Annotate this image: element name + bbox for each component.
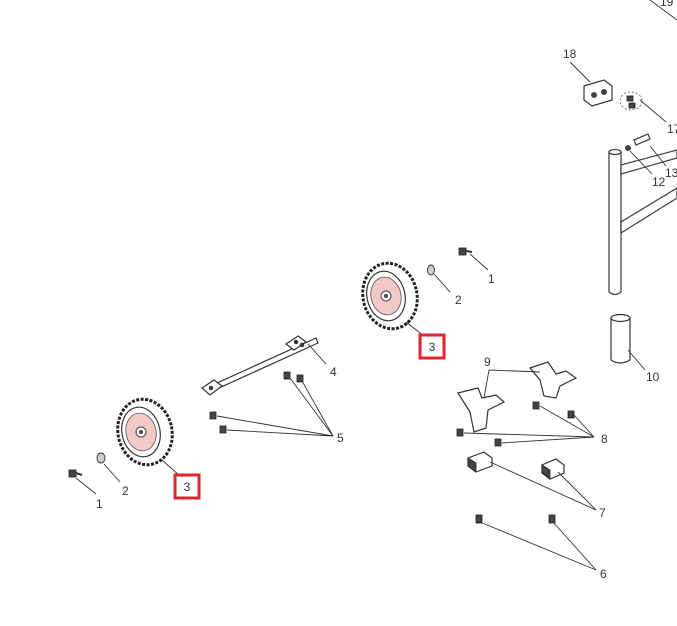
callout-19: 19	[660, 0, 674, 9]
callout-6: 6	[600, 567, 607, 581]
callout-2-left: 2	[122, 484, 129, 498]
callout-13: 13	[665, 166, 677, 180]
callout-1-left: 1	[96, 497, 103, 511]
sleeve-tube-icon	[610, 313, 631, 364]
leader-lines	[75, 61, 667, 571]
highlight-callout-3-left[interactable]: 3	[173, 473, 201, 500]
pin-icon	[625, 133, 651, 151]
bolt-icon	[458, 247, 473, 256]
wheel-icon	[361, 261, 419, 331]
callout-1-right: 1	[488, 272, 495, 286]
bolt-icon	[456, 401, 575, 447]
washer-icon	[96, 452, 106, 464]
bolt-icon	[619, 91, 643, 111]
highlight-callout-3-right[interactable]: 3	[418, 333, 446, 360]
callout-8: 8	[601, 432, 608, 446]
callout-3-right: 3	[429, 340, 436, 354]
frame-leg-icon	[608, 0, 677, 296]
block-icon	[467, 451, 565, 480]
callout-labels: 1 2 1 2 4 5 6 7 8 9 10 12 13 17 18 19	[96, 0, 677, 581]
callout-12: 12	[652, 175, 666, 189]
bracket-icon	[457, 361, 578, 433]
callout-17: 17	[667, 122, 677, 136]
callout-5: 5	[337, 431, 344, 445]
axle-icon	[201, 335, 319, 396]
hinge-bracket-icon	[583, 79, 613, 107]
callout-18: 18	[563, 47, 577, 61]
bolt-icon	[475, 514, 556, 524]
washer-icon	[427, 264, 435, 276]
callout-10: 10	[646, 370, 660, 384]
wheel-icon	[116, 397, 174, 467]
callout-4: 4	[330, 365, 337, 379]
callout-2-right: 2	[455, 293, 462, 307]
bolt-icon	[209, 371, 304, 434]
bolt-icon	[68, 469, 83, 478]
callout-7: 7	[599, 506, 606, 520]
callout-9: 9	[484, 355, 491, 369]
callout-3-left: 3	[184, 480, 191, 494]
